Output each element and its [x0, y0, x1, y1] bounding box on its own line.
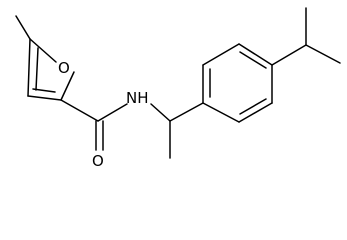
bond-benzene-3-4 [238, 43, 273, 66]
bond-c3-c4 [27, 38, 31, 97]
molecule-canvas: O O NH [15, 7, 341, 170]
bond-c2-c3 [27, 95, 62, 101]
amide-nitrogen-label: NH [126, 89, 149, 107]
molecule-structure: O O NH [15, 7, 341, 170]
bond-carbonyl-nitrogen [97, 103, 128, 122]
bond-benzene-6-1 [202, 102, 240, 123]
bond-c5-o1 [29, 38, 57, 63]
bond-nitrogen-chiral-carbon [150, 103, 171, 122]
bond-aryl-isopropyl [271, 44, 307, 66]
bond-o1-c2 [60, 71, 75, 101]
carbonyl-oxygen-label: O [92, 152, 104, 170]
bond-methyl-furan [15, 15, 31, 40]
bond-c2-c3-inner [32, 88, 56, 93]
bond-isopropyl-methyl-right [305, 44, 341, 64]
bond-benzene-2-3 [202, 43, 240, 66]
bond-chiral-carbon-aryl [169, 102, 204, 122]
bond-furan-carbonyl [60, 99, 99, 122]
bond-benzene-inner-b [239, 51, 267, 69]
ring-oxygen-label: O [58, 59, 70, 77]
bond-benzene-inner-c [239, 98, 267, 115]
bond-c3-c4-inner [35, 47, 39, 91]
bond-benzene-5-6 [238, 102, 273, 123]
